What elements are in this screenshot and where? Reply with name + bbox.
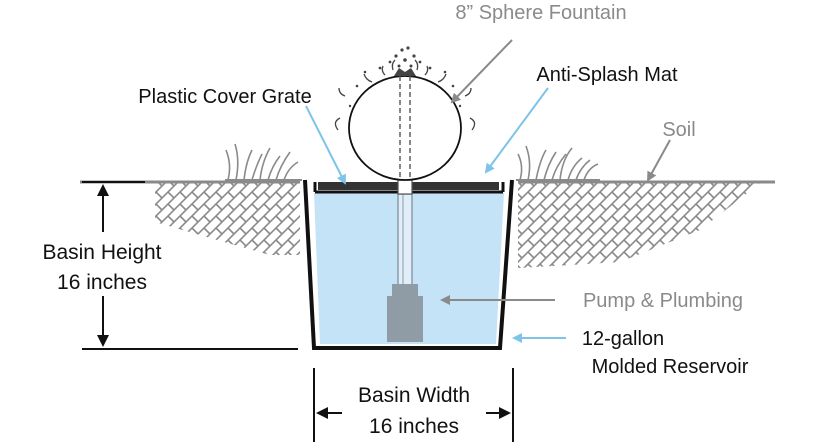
grass-right	[516, 145, 600, 181]
basin-height-title: Basin Height	[42, 241, 161, 264]
sphere-fountain	[334, 46, 476, 181]
reservoir-label-line1: 12-gallon	[582, 328, 664, 350]
reservoir-label-line2: Molded Reservoir	[592, 356, 749, 378]
plumbing	[397, 171, 413, 291]
anti-splash-mat-label: Anti-Splash Mat	[536, 64, 678, 86]
basin-width-title: Basin Width	[358, 384, 470, 407]
soil-label: Soil	[662, 119, 695, 141]
pump-label: Pump & Plumbing	[583, 290, 743, 312]
grass-left	[225, 143, 302, 181]
basin-width-value: 16 inches	[369, 415, 459, 438]
grate-leader	[305, 105, 346, 185]
basin-height-dimension	[82, 181, 298, 350]
basin-width-dimension	[313, 368, 514, 442]
basin-height-value: 16 inches	[57, 271, 147, 294]
pump	[387, 284, 423, 342]
cover-grate-label: Plastic Cover Grate	[138, 86, 311, 108]
fountain-leader	[450, 39, 513, 104]
soil-leader	[647, 139, 671, 182]
fountain-label: 8” Sphere Fountain	[455, 2, 626, 24]
mat-leader	[484, 87, 549, 174]
soil-right	[518, 180, 775, 268]
